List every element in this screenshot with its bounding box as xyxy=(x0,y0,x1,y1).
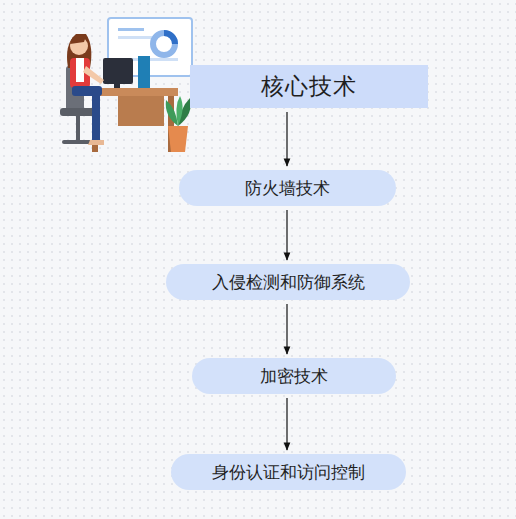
process-box: 加密技术 xyxy=(192,358,396,394)
office-worker-illustration xyxy=(60,18,192,152)
flow-arrow xyxy=(286,398,287,450)
node-label: 核心技术 xyxy=(261,71,357,102)
header-band: 核心技术 xyxy=(190,65,428,108)
process-box: 防火墙技术 xyxy=(179,170,396,206)
flow-arrow xyxy=(286,210,287,260)
flow-arrow xyxy=(286,112,287,166)
node-label: 防火墙技术 xyxy=(245,177,330,200)
node-label: 入侵检测和防御系统 xyxy=(212,271,365,294)
process-box: 身份认证和访问控制 xyxy=(171,454,406,490)
process-box: 入侵检测和防御系统 xyxy=(166,264,410,300)
node-label: 身份认证和访问控制 xyxy=(212,461,365,484)
flow-arrow xyxy=(286,304,287,354)
node-label: 加密技术 xyxy=(260,365,328,388)
